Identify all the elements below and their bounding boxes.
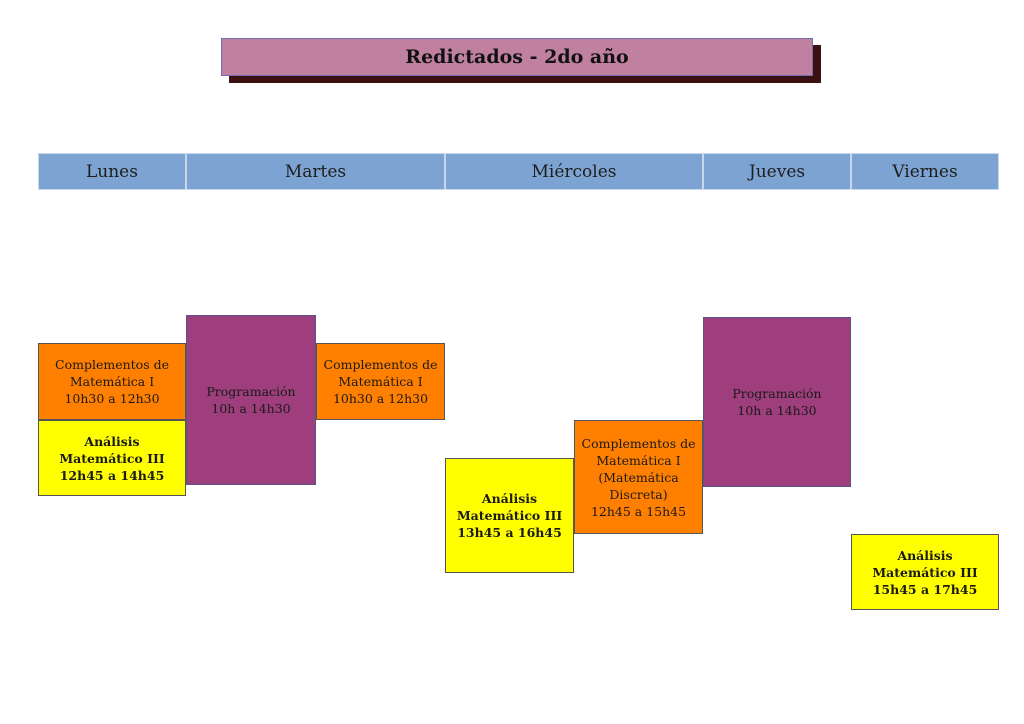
class-name-line: Programación [206,384,296,399]
class-name-line: Matemático III [456,508,563,523]
day-header-lunes: Lunes [38,153,186,190]
class-time: 10h a 14h30 [737,403,817,418]
day-header-viernes: Viernes [851,153,999,190]
class-name-line: Matemática I [596,452,681,468]
class-name-line: Análisis [897,547,953,563]
class-time: 15h45 a 17h45 [872,581,978,597]
class-time: 12h45 a 15h45 [590,503,687,519]
class-name-line: Matemático III [59,450,165,466]
day-header-miercoles: Miércoles [445,153,703,190]
class-block-lunes-analisis: Análisis Matemático III 12h45 a 14h45 [38,420,186,496]
class-name-line: Análisis [481,491,538,506]
class-name-line: Complementos de [55,357,169,372]
class-name-line: Discreta) [609,486,668,502]
class-name-line: Complementos de [581,435,696,451]
class-name-line: (Matemática [598,469,679,485]
day-header-martes: Martes [186,153,445,190]
class-block-miercoles-analisis: Análisis Matemático III 13h45 a 16h45 [445,458,574,573]
class-name-line: Matemática I [69,374,155,389]
class-block-miercoles-complementos: Complementos de Matemática I (Matemática… [574,420,703,534]
class-block-martes-complementos: Complementos de Matemática I 10h30 a 12h… [316,343,445,420]
class-time: 10h a 14h30 [211,401,291,416]
class-name-line: Complementos de [323,357,438,372]
class-time: 13h45 a 16h45 [457,525,562,540]
day-header-jueves: Jueves [703,153,851,190]
page-title: Redictados - 2do año [221,38,813,76]
class-time: 10h30 a 12h30 [332,391,429,406]
class-name-line: Análisis [84,433,140,449]
class-name-line: Programación [732,386,822,401]
class-block-viernes-analisis: Análisis Matemático III 15h45 a 17h45 [851,534,999,610]
class-time: 10h30 a 12h30 [64,391,160,406]
class-block-martes-programacion: Programación 10h a 14h30 [186,315,316,485]
class-name-line: Matemática I [338,374,423,389]
class-block-lunes-complementos: Complementos de Matemática I 10h30 a 12h… [38,343,186,420]
class-time: 12h45 a 14h45 [59,467,165,483]
class-block-jueves-programacion: Programación 10h a 14h30 [703,317,851,487]
class-name-line: Matemático III [872,564,978,580]
